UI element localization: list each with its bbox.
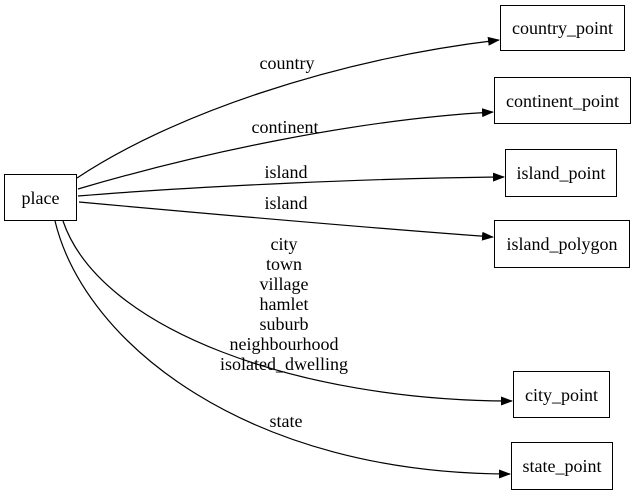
node-country-point: country_point bbox=[500, 5, 625, 51]
edge-place-island_point bbox=[77, 172, 505, 197]
node-island-point: island_point bbox=[505, 149, 617, 197]
node-place-label: place bbox=[21, 187, 60, 208]
edge-place-continent_point bbox=[77, 108, 494, 190]
edge-label-neighbourhood: neighbourhood bbox=[229, 334, 339, 354]
edge-place-state_point bbox=[54, 220, 511, 479]
node-island-polygon: island_polygon bbox=[494, 220, 630, 268]
edge-label-island-polygon: island bbox=[264, 193, 308, 213]
node-state-point: state_point bbox=[511, 442, 613, 490]
node-island-point-label: island_point bbox=[516, 163, 606, 183]
edge-label-suburb: suburb bbox=[259, 314, 309, 334]
edge-label-state: state bbox=[269, 411, 303, 431]
edge-label-island-point: island bbox=[264, 162, 308, 182]
edge-label-country: country bbox=[259, 53, 315, 73]
edge-label-town: town bbox=[265, 254, 302, 274]
node-place: place bbox=[4, 174, 77, 221]
node-continent-point-label: continent_point bbox=[506, 90, 619, 111]
node-island-polygon-label: island_polygon bbox=[506, 234, 618, 254]
node-state-point-label: state_point bbox=[522, 456, 602, 476]
node-continent-point: continent_point bbox=[494, 77, 631, 124]
edge-label-city: city bbox=[270, 234, 298, 254]
edge-label-continent: continent bbox=[251, 117, 319, 137]
node-city-point: city_point bbox=[513, 371, 610, 418]
edge-label-isolated-dwelling: isolated_dwelling bbox=[220, 354, 348, 374]
node-city-point-label: city_point bbox=[525, 384, 598, 405]
edge-place-country_point bbox=[76, 36, 500, 179]
edge-label-village: village bbox=[259, 274, 309, 294]
edge-place-city_point bbox=[62, 220, 513, 406]
edge-label-city-group: city town village hamlet suburb neighbou… bbox=[220, 234, 348, 374]
node-country-point-label: country_point bbox=[512, 18, 613, 38]
edge-label-hamlet: hamlet bbox=[259, 294, 309, 314]
edge-place-island_polygon bbox=[78, 201, 494, 241]
